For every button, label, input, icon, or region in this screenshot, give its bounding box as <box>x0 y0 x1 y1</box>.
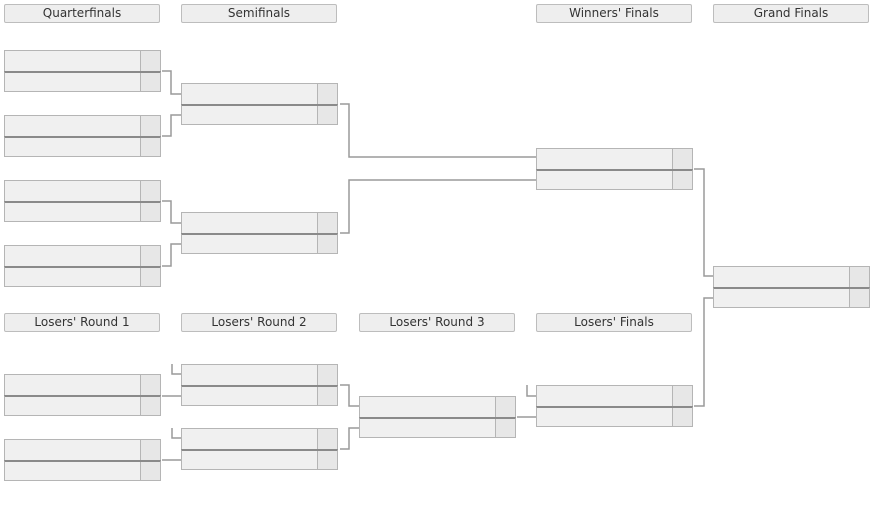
team-slot[interactable] <box>536 148 693 169</box>
score-box <box>140 181 160 201</box>
score-box <box>317 235 337 253</box>
team-slot[interactable] <box>536 406 693 427</box>
match-losers-round3[interactable] <box>359 396 516 438</box>
team-slot[interactable] <box>4 439 161 460</box>
score-box <box>140 138 160 156</box>
header-losers-finals: Losers' Finals <box>536 313 692 332</box>
connector-sf1-wf <box>340 103 536 158</box>
match-quarterfinal-4[interactable] <box>4 245 161 287</box>
match-quarterfinal-2[interactable] <box>4 115 161 157</box>
match-losers-final[interactable] <box>536 385 693 427</box>
connector-wf-gf <box>694 168 713 277</box>
team-slot[interactable] <box>4 50 161 71</box>
header-losers-round-1: Losers' Round 1 <box>4 313 160 332</box>
header-winners-finals: Winners' Finals <box>536 4 692 23</box>
connector-drop-lr2b <box>171 428 181 439</box>
team-slot[interactable] <box>713 266 870 287</box>
score-box <box>317 106 337 124</box>
team-slot[interactable] <box>4 460 161 481</box>
team-slot[interactable] <box>536 169 693 190</box>
connector-drop-lf <box>526 385 536 397</box>
connector-sf2-wf <box>340 179 536 234</box>
match-semifinal-1[interactable] <box>181 83 338 125</box>
connector-qf2-sf1 <box>162 114 181 137</box>
score-box <box>140 246 160 266</box>
match-losers-round2-1[interactable] <box>181 364 338 406</box>
team-slot[interactable] <box>4 115 161 136</box>
connector-qf3-sf2 <box>162 200 181 224</box>
score-box <box>140 375 160 395</box>
score-box <box>672 171 692 189</box>
team-slot[interactable] <box>536 385 693 406</box>
score-box <box>495 419 515 437</box>
connector-qf4-sf2 <box>162 243 181 267</box>
score-box <box>140 440 160 460</box>
match-semifinal-2[interactable] <box>181 212 338 254</box>
score-box <box>317 387 337 405</box>
score-box <box>317 451 337 469</box>
score-box <box>317 429 337 449</box>
score-box <box>140 397 160 415</box>
match-quarterfinal-1[interactable] <box>4 50 161 92</box>
team-slot[interactable] <box>359 396 516 417</box>
score-box <box>317 213 337 233</box>
header-losers-round-3: Losers' Round 3 <box>359 313 515 332</box>
score-box <box>140 203 160 221</box>
score-box <box>672 386 692 406</box>
score-box <box>317 84 337 104</box>
score-box <box>495 397 515 417</box>
team-slot[interactable] <box>4 374 161 395</box>
score-box <box>140 268 160 286</box>
connector-lr2b-lr3 <box>340 427 359 450</box>
score-box <box>140 116 160 136</box>
match-winners-final[interactable] <box>536 148 693 190</box>
team-slot[interactable] <box>4 71 161 92</box>
score-box <box>140 462 160 480</box>
team-slot[interactable] <box>181 428 338 449</box>
score-box <box>317 365 337 385</box>
score-box <box>849 267 869 287</box>
team-slot[interactable] <box>4 180 161 201</box>
header-losers-round-2: Losers' Round 2 <box>181 313 337 332</box>
connector-drop-lr2a <box>171 364 181 375</box>
score-box <box>672 149 692 169</box>
match-losers-round2-2[interactable] <box>181 428 338 470</box>
connector-lr2a-lr3 <box>340 384 359 407</box>
match-quarterfinal-3[interactable] <box>4 180 161 222</box>
header-quarterfinals: Quarterfinals <box>4 4 160 23</box>
match-losers-round1-2[interactable] <box>4 439 161 481</box>
match-grand-final[interactable] <box>713 266 870 308</box>
team-slot[interactable] <box>181 104 338 125</box>
score-box <box>140 51 160 71</box>
team-slot[interactable] <box>359 417 516 438</box>
team-slot[interactable] <box>181 212 338 233</box>
team-slot[interactable] <box>4 395 161 416</box>
team-slot[interactable] <box>4 245 161 266</box>
team-slot[interactable] <box>4 136 161 157</box>
team-slot[interactable] <box>713 287 870 308</box>
team-slot[interactable] <box>181 364 338 385</box>
match-losers-round1-1[interactable] <box>4 374 161 416</box>
team-slot[interactable] <box>181 83 338 104</box>
team-slot[interactable] <box>181 385 338 406</box>
team-slot[interactable] <box>181 233 338 254</box>
team-slot[interactable] <box>4 201 161 222</box>
score-box <box>140 73 160 91</box>
header-grand-finals: Grand Finals <box>713 4 869 23</box>
score-box <box>672 408 692 426</box>
team-slot[interactable] <box>4 266 161 287</box>
connector-lf-gf <box>694 297 713 407</box>
header-semifinals: Semifinals <box>181 4 337 23</box>
score-box <box>849 289 869 307</box>
connector-qf1-sf1 <box>162 70 181 95</box>
team-slot[interactable] <box>181 449 338 470</box>
